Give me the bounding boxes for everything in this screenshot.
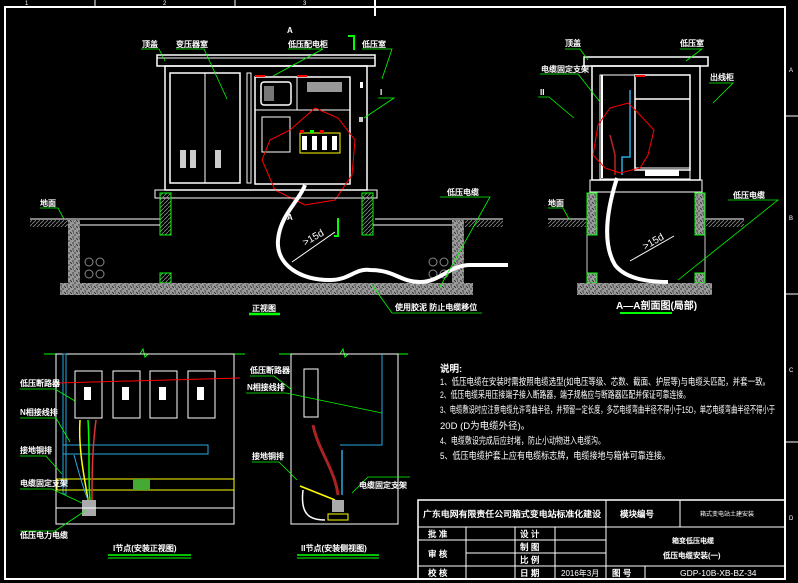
note-item: 2、低压电缆采用压接端子接入断路器，端子规格应与断路器匹配并保证可靠连接。 <box>440 389 690 401</box>
border-mark: B <box>789 216 793 222</box>
detail-i-label: 低压电力电缆 <box>19 530 68 540</box>
check-label: 校 核 <box>428 568 448 578</box>
border-mark: 1 <box>25 1 29 7</box>
drawing-title-2: 低压电缆安装(一) <box>662 550 721 560</box>
side-label-roof: 顶盖 <box>565 38 581 48</box>
detail-ii-label: N相接线排 <box>247 382 285 392</box>
note-item: 20D (D为电缆外径)。 <box>440 420 530 432</box>
detail-i-title: I节点(安装正视图) <box>113 543 177 553</box>
side-label-lv-cable: 低压电缆 <box>732 190 765 200</box>
detail-i: 低压断路器 N相接线排 接地铜排 电缆固定支架 低压电力电缆 I节点(安装正视图… <box>19 347 245 559</box>
border-mark: D <box>789 516 794 522</box>
detail-i-label: N相接线排 <box>20 407 58 417</box>
section-mark-a-bottom: A <box>287 213 293 222</box>
note-item: 5、低压电缆护套上应有电缆标志牌，电缆接地与箱体可靠连接。 <box>440 450 670 462</box>
drawing-no-label: 图 号 <box>612 568 632 578</box>
draw-label: 制 图 <box>520 542 539 552</box>
bend-radius-label: >15d <box>301 228 326 249</box>
front-view-title: 正视图 <box>252 303 276 313</box>
detail-i-label: 接地铜排 <box>20 445 52 455</box>
detail-ii-label: 电缆固定支架 <box>359 480 407 490</box>
label-lv-cable: 低压电缆 <box>446 187 479 197</box>
note-item: 1、低压电缆在安装时需按照电缆选型(如电压等级、芯数、截面、护层等)与电缆头匹配… <box>440 376 770 388</box>
label-sealing: 使用胶泥 防止电缆移位 <box>394 302 477 312</box>
section-mark-a: A <box>287 26 293 35</box>
scale-label: 比 例 <box>520 555 540 565</box>
drawing-no: GDP-10B-XB-BZ-34 <box>680 568 757 578</box>
note-item: 4、电缆敷设完成后应封堵，防止小动物进入电缆沟。 <box>440 435 605 447</box>
review-label: 审 核 <box>428 549 448 559</box>
label-lv-distribution: 低压配电柜 <box>287 39 328 49</box>
label-roof: 顶盖 <box>142 39 158 49</box>
border-mark: 2 <box>163 1 167 7</box>
label-transformer-room: 变压器室 <box>176 39 208 49</box>
detail-ii-label: 接地铜排 <box>252 451 284 461</box>
border-mark: C <box>789 368 794 374</box>
detail-ii-title: II节点(安装侧视图) <box>301 543 367 553</box>
detail-ii-label: 低压断路器 <box>249 365 291 375</box>
title-block-text: 广东电网有限责任公司箱式变电站标准化建设 模块编号 箱式变电站土建安装 批 准 … <box>423 509 757 578</box>
notes-heading: 说明: <box>440 363 462 375</box>
module-label: 模块编号 <box>620 509 655 519</box>
border-mark: A <box>789 68 793 74</box>
side-label-detail-ii: II <box>540 88 544 97</box>
title-block <box>417 499 786 580</box>
detail-i-label: 低压断路器 <box>19 378 61 388</box>
label-detail-i: I <box>380 88 382 97</box>
side-label-cable-bracket: 电缆固定支架 <box>541 64 589 74</box>
side-label-ground: 地面 <box>548 198 564 208</box>
approve-label: 批 准 <box>428 529 448 539</box>
notes: 说明: 1、低压电缆在安装时需按照电缆选型(如电压等级、芯数、截面、护层等)与电… <box>440 363 775 462</box>
detail-i-label: 电缆固定支架 <box>20 478 68 488</box>
drawing-title-1: 箱变低压电缆 <box>672 536 714 545</box>
side-view-title: A—A剖面图(局部) <box>616 299 697 312</box>
border-mark: 3 <box>303 1 307 7</box>
design-label: 设 计 <box>520 529 540 539</box>
detail-ii: 低压断路器 N相接线排 接地铜排 电缆固定支架 II节点(安装侧视图) <box>246 347 410 559</box>
front-view: 顶盖 变压器室 A 低压配电柜 低压室 I 地面 低压电缆 使用胶泥 防止电缆移… <box>30 26 508 316</box>
note-item: 3、电缆敷设时应注意电缆允许弯曲半径，并预留一定长度，多芯电缆弯曲半径不得小于1… <box>440 404 775 416</box>
side-view: 顶盖 低压室 电缆固定支架 II 出线柜 地面 低压电缆 >15d A—A剖面图… <box>538 38 780 314</box>
module-value: 箱式变电站土建安装 <box>700 510 754 518</box>
side-bend-radius-label: >15d <box>641 232 666 253</box>
label-ground: 地面 <box>40 198 56 208</box>
side-label-outgoing-cabinet: 出线柜 <box>710 72 734 82</box>
date-label: 日 期 <box>520 568 540 578</box>
drawing-frame: 1 2 3 A B C D <box>4 0 798 580</box>
side-label-lv-room: 低压室 <box>679 38 704 48</box>
date-value: 2016年3月 <box>561 568 599 578</box>
company-name: 广东电网有限责任公司箱式变电站标准化建设 <box>423 509 602 519</box>
label-lv-room: 低压室 <box>361 39 386 49</box>
